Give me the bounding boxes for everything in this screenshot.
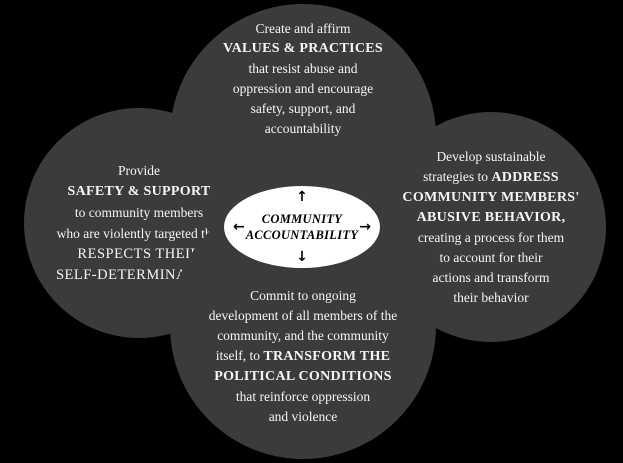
- text-line: and violence: [268, 409, 338, 424]
- text-line: actions and transform: [432, 269, 550, 285]
- text-line: their behavior: [453, 289, 529, 305]
- center-title-line2: ACCOUNTABILITY: [245, 228, 359, 242]
- circle-address-abusive-behavior-text: Develop sustainable strategies to ADDRES…: [376, 147, 606, 308]
- text-segment-emphasis: ADDRESS: [491, 169, 559, 185]
- circle-transform-political-conditions-text: Commit to ongoing development of all mem…: [170, 286, 436, 459]
- text-line: development of all members of the: [208, 308, 398, 323]
- arrow-down-icon: ↓: [296, 249, 308, 265]
- arrow-left-icon: ←: [233, 219, 245, 235]
- text-line: RESPECTS THEIR: [77, 246, 201, 262]
- text-segment-emphasis: TRANSFORM THE: [263, 349, 391, 364]
- arrow-right-icon: →: [359, 219, 371, 235]
- text-line: accountability: [264, 121, 342, 136]
- circle-values-practices-text: Create and affirm VALUES & PRACTICES tha…: [170, 4, 436, 139]
- text-segment: strategies to: [423, 168, 492, 184]
- text-line: to community members: [74, 205, 204, 220]
- text-segment: itself, to: [215, 348, 264, 363]
- text-line: oppression and encourage: [232, 81, 374, 96]
- text-line: to account for their: [439, 249, 543, 265]
- text-line: community, and the community: [217, 328, 389, 343]
- community-accountability-ellipse: ↑ ↓ ← → COMMUNITY ACCOUNTABILITY: [224, 186, 380, 268]
- text-line: safety, support, and: [250, 101, 356, 116]
- text-line: strategies to ADDRESS: [376, 167, 606, 188]
- text-line-emphasis: VALUES & PRACTICES: [223, 41, 383, 56]
- text-line: itself, to TRANSFORM THE: [170, 346, 436, 367]
- text-line: creating a process for them: [417, 229, 565, 245]
- text-line: that reinforce oppression: [235, 389, 371, 404]
- center-title-line1: COMMUNITY: [261, 212, 343, 226]
- text-line: Create and affirm: [255, 21, 351, 36]
- text-line: that resist abuse and: [248, 61, 358, 76]
- text-line: Provide: [118, 163, 160, 178]
- circle-safety-support-text: Provide SAFETY & SUPPORT to community me…: [24, 160, 254, 286]
- text-line-emphasis: COMMUNITY MEMBERS': [402, 189, 580, 205]
- text-line-emphasis: ABUSIVE BEHAVIOR,: [416, 209, 566, 225]
- text-line: Develop sustainable: [436, 148, 546, 164]
- text-line: who are violently targeted that: [56, 226, 222, 241]
- circle-safety-support: Provide SAFETY & SUPPORT to community me…: [24, 108, 254, 338]
- text-line-emphasis: POLITICAL CONDITIONS: [214, 369, 392, 384]
- arrow-up-icon: ↑: [296, 189, 308, 205]
- text-line: Commit to ongoing: [250, 288, 356, 303]
- text-line-emphasis: SAFETY & SUPPORT: [67, 184, 211, 199]
